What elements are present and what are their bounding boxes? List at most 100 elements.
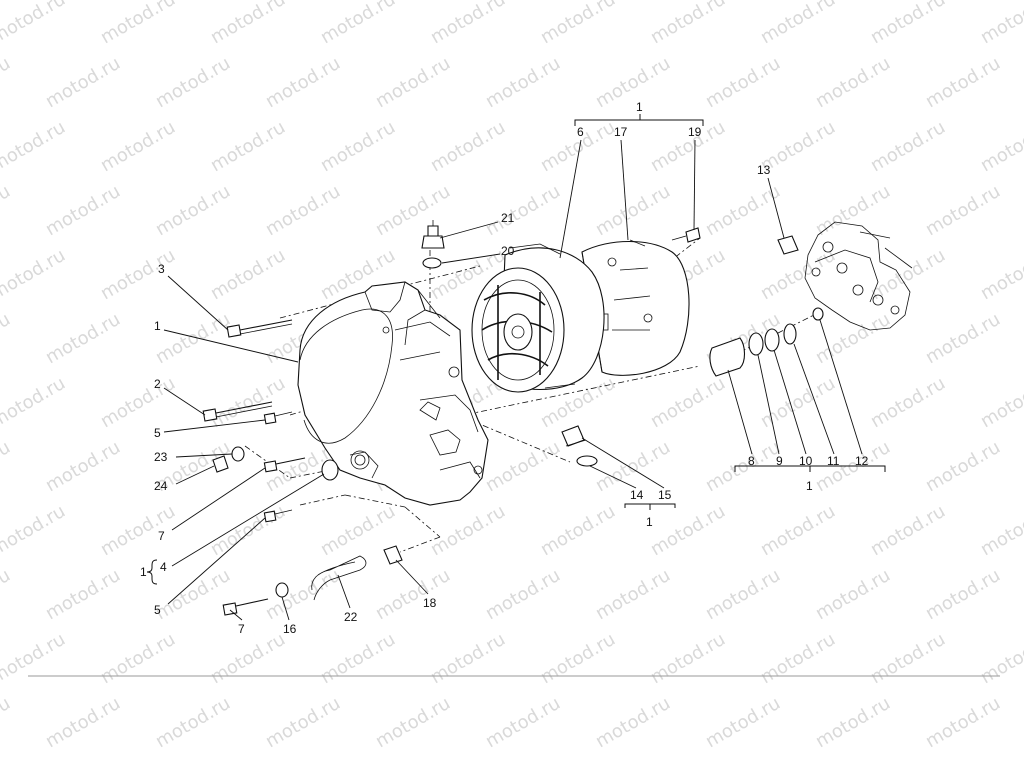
seal-4 <box>321 459 339 481</box>
callout-5-upper: 5 <box>154 426 161 440</box>
callout-7-upper: 7 <box>158 529 165 543</box>
watermark-text: motod.ru <box>42 693 124 752</box>
callout-3: 3 <box>158 262 165 276</box>
watermark-text: motod.ru <box>482 437 564 496</box>
watermark-text: motod.ru <box>647 373 729 432</box>
callout-18: 18 <box>423 596 437 610</box>
watermark-text: motod.ru <box>317 629 399 688</box>
watermark-text: motod.ru <box>207 117 289 176</box>
watermark-text: motod.ru <box>922 437 1004 496</box>
watermark-text: motod.ru <box>482 181 564 240</box>
callout-14: 14 <box>630 488 644 502</box>
callout-2: 2 <box>154 377 161 391</box>
watermark-text: motod.ru <box>0 501 69 560</box>
watermark-text: motod.ru <box>482 693 564 752</box>
callout-8: 8 <box>748 454 755 468</box>
watermark-text: motod.ru <box>262 53 344 112</box>
bolt-2 <box>202 401 273 422</box>
watermark-text: motod.ru <box>757 629 839 688</box>
watermark-text: motod.ru <box>592 181 674 240</box>
watermark-text: motod.ru <box>97 629 179 688</box>
watermark-text: motod.ru <box>262 565 344 624</box>
watermark-text: motod.ru <box>427 117 509 176</box>
watermark-text: motod.ru <box>97 501 179 560</box>
watermark-text: motod.ru <box>42 309 124 368</box>
callout-1-top: 1 <box>636 100 643 114</box>
bolt-3 <box>226 319 293 338</box>
watermark-text: motod.ru <box>42 437 124 496</box>
watermark-text: motod.ru <box>537 629 619 688</box>
bolt-19 <box>671 227 701 243</box>
watermark-text: motod.ru <box>977 373 1024 432</box>
callout-7-lower: 7 <box>238 622 245 636</box>
watermark-text: motod.ru <box>702 565 784 624</box>
group-brackets <box>146 114 886 585</box>
screw-5-upper <box>263 411 293 425</box>
watermark-text: motod.ru <box>427 0 509 48</box>
callout-1-mid: 1 <box>646 515 653 529</box>
watermark-text: motod.ru <box>702 437 784 496</box>
bushing-13 <box>777 235 799 255</box>
circlip-11 <box>783 323 797 345</box>
watermark-text: motod.ru <box>42 53 124 112</box>
plug-15 <box>561 425 587 447</box>
watermark-text: motod.ru <box>812 53 894 112</box>
watermark-text: motod.ru <box>0 309 14 368</box>
screw-5-lower <box>263 509 293 523</box>
watermark-text: motod.ru <box>977 117 1024 176</box>
clutch-cover <box>297 281 489 506</box>
watermark-text: motod.ru <box>922 53 1004 112</box>
leader-lines <box>163 139 863 621</box>
watermark-text: motod.ru <box>372 693 454 752</box>
watermark-text: motod.ru <box>97 117 179 176</box>
watermark-text: motod.ru <box>867 501 949 560</box>
watermark-text: motod.ru <box>867 629 949 688</box>
callout-1-left: 1 <box>154 319 161 333</box>
watermark-text: motod.ru <box>317 0 399 48</box>
watermark-text: motod.ru <box>97 245 179 304</box>
watermark-text: motod.ru <box>207 629 289 688</box>
watermark-text: motod.ru <box>152 693 234 752</box>
watermark-text: motod.ru <box>427 501 509 560</box>
callout-21: 21 <box>501 211 515 225</box>
watermark-text: motod.ru <box>757 501 839 560</box>
watermark-text: motod.ru <box>757 373 839 432</box>
callout-9: 9 <box>776 454 783 468</box>
callout-19: 19 <box>688 125 702 139</box>
watermark-text: motod.ru <box>0 693 14 752</box>
callout-4: 4 <box>160 560 167 574</box>
watermark-text: motod.ru <box>482 53 564 112</box>
watermark-text: motod.ru <box>977 629 1024 688</box>
watermark-text: motod.ru <box>977 245 1024 304</box>
watermark-text: motod.ru <box>0 0 69 48</box>
watermark-text: motod.ru <box>922 565 1004 624</box>
callout-1-brace: 1 <box>140 565 147 579</box>
watermark-text: motod.ru <box>592 693 674 752</box>
watermark-text: motod.ru <box>647 0 729 48</box>
watermark-text: motod.ru <box>867 373 949 432</box>
watermark-text: motod.ru <box>592 565 674 624</box>
watermark-text: motod.ru <box>0 181 14 240</box>
watermark-text: motod.ru <box>207 501 289 560</box>
bushing-18 <box>383 545 403 565</box>
watermark-text: motod.ru <box>812 693 894 752</box>
watermark-text: motod.ru <box>977 0 1024 48</box>
watermark-text: motod.ru <box>207 0 289 48</box>
watermark-text: motod.ru <box>0 373 69 432</box>
bolt-7-lower <box>222 598 269 616</box>
watermark-text: motod.ru <box>812 309 894 368</box>
callout-11: 11 <box>827 454 840 468</box>
callout-22: 22 <box>344 610 358 624</box>
watermark-text: motod.ru <box>97 0 179 48</box>
watermark-text: motod.ru <box>152 309 234 368</box>
watermark-text: motod.ru <box>922 309 1004 368</box>
washer-10 <box>764 328 780 352</box>
plug-24 <box>212 455 229 473</box>
watermark-text: motod.ru <box>152 181 234 240</box>
watermark-text: motod.ru <box>812 437 894 496</box>
watermark-text: motod.ru <box>702 181 784 240</box>
watermark-text: motod.ru <box>647 629 729 688</box>
callout-6: 6 <box>577 125 584 139</box>
